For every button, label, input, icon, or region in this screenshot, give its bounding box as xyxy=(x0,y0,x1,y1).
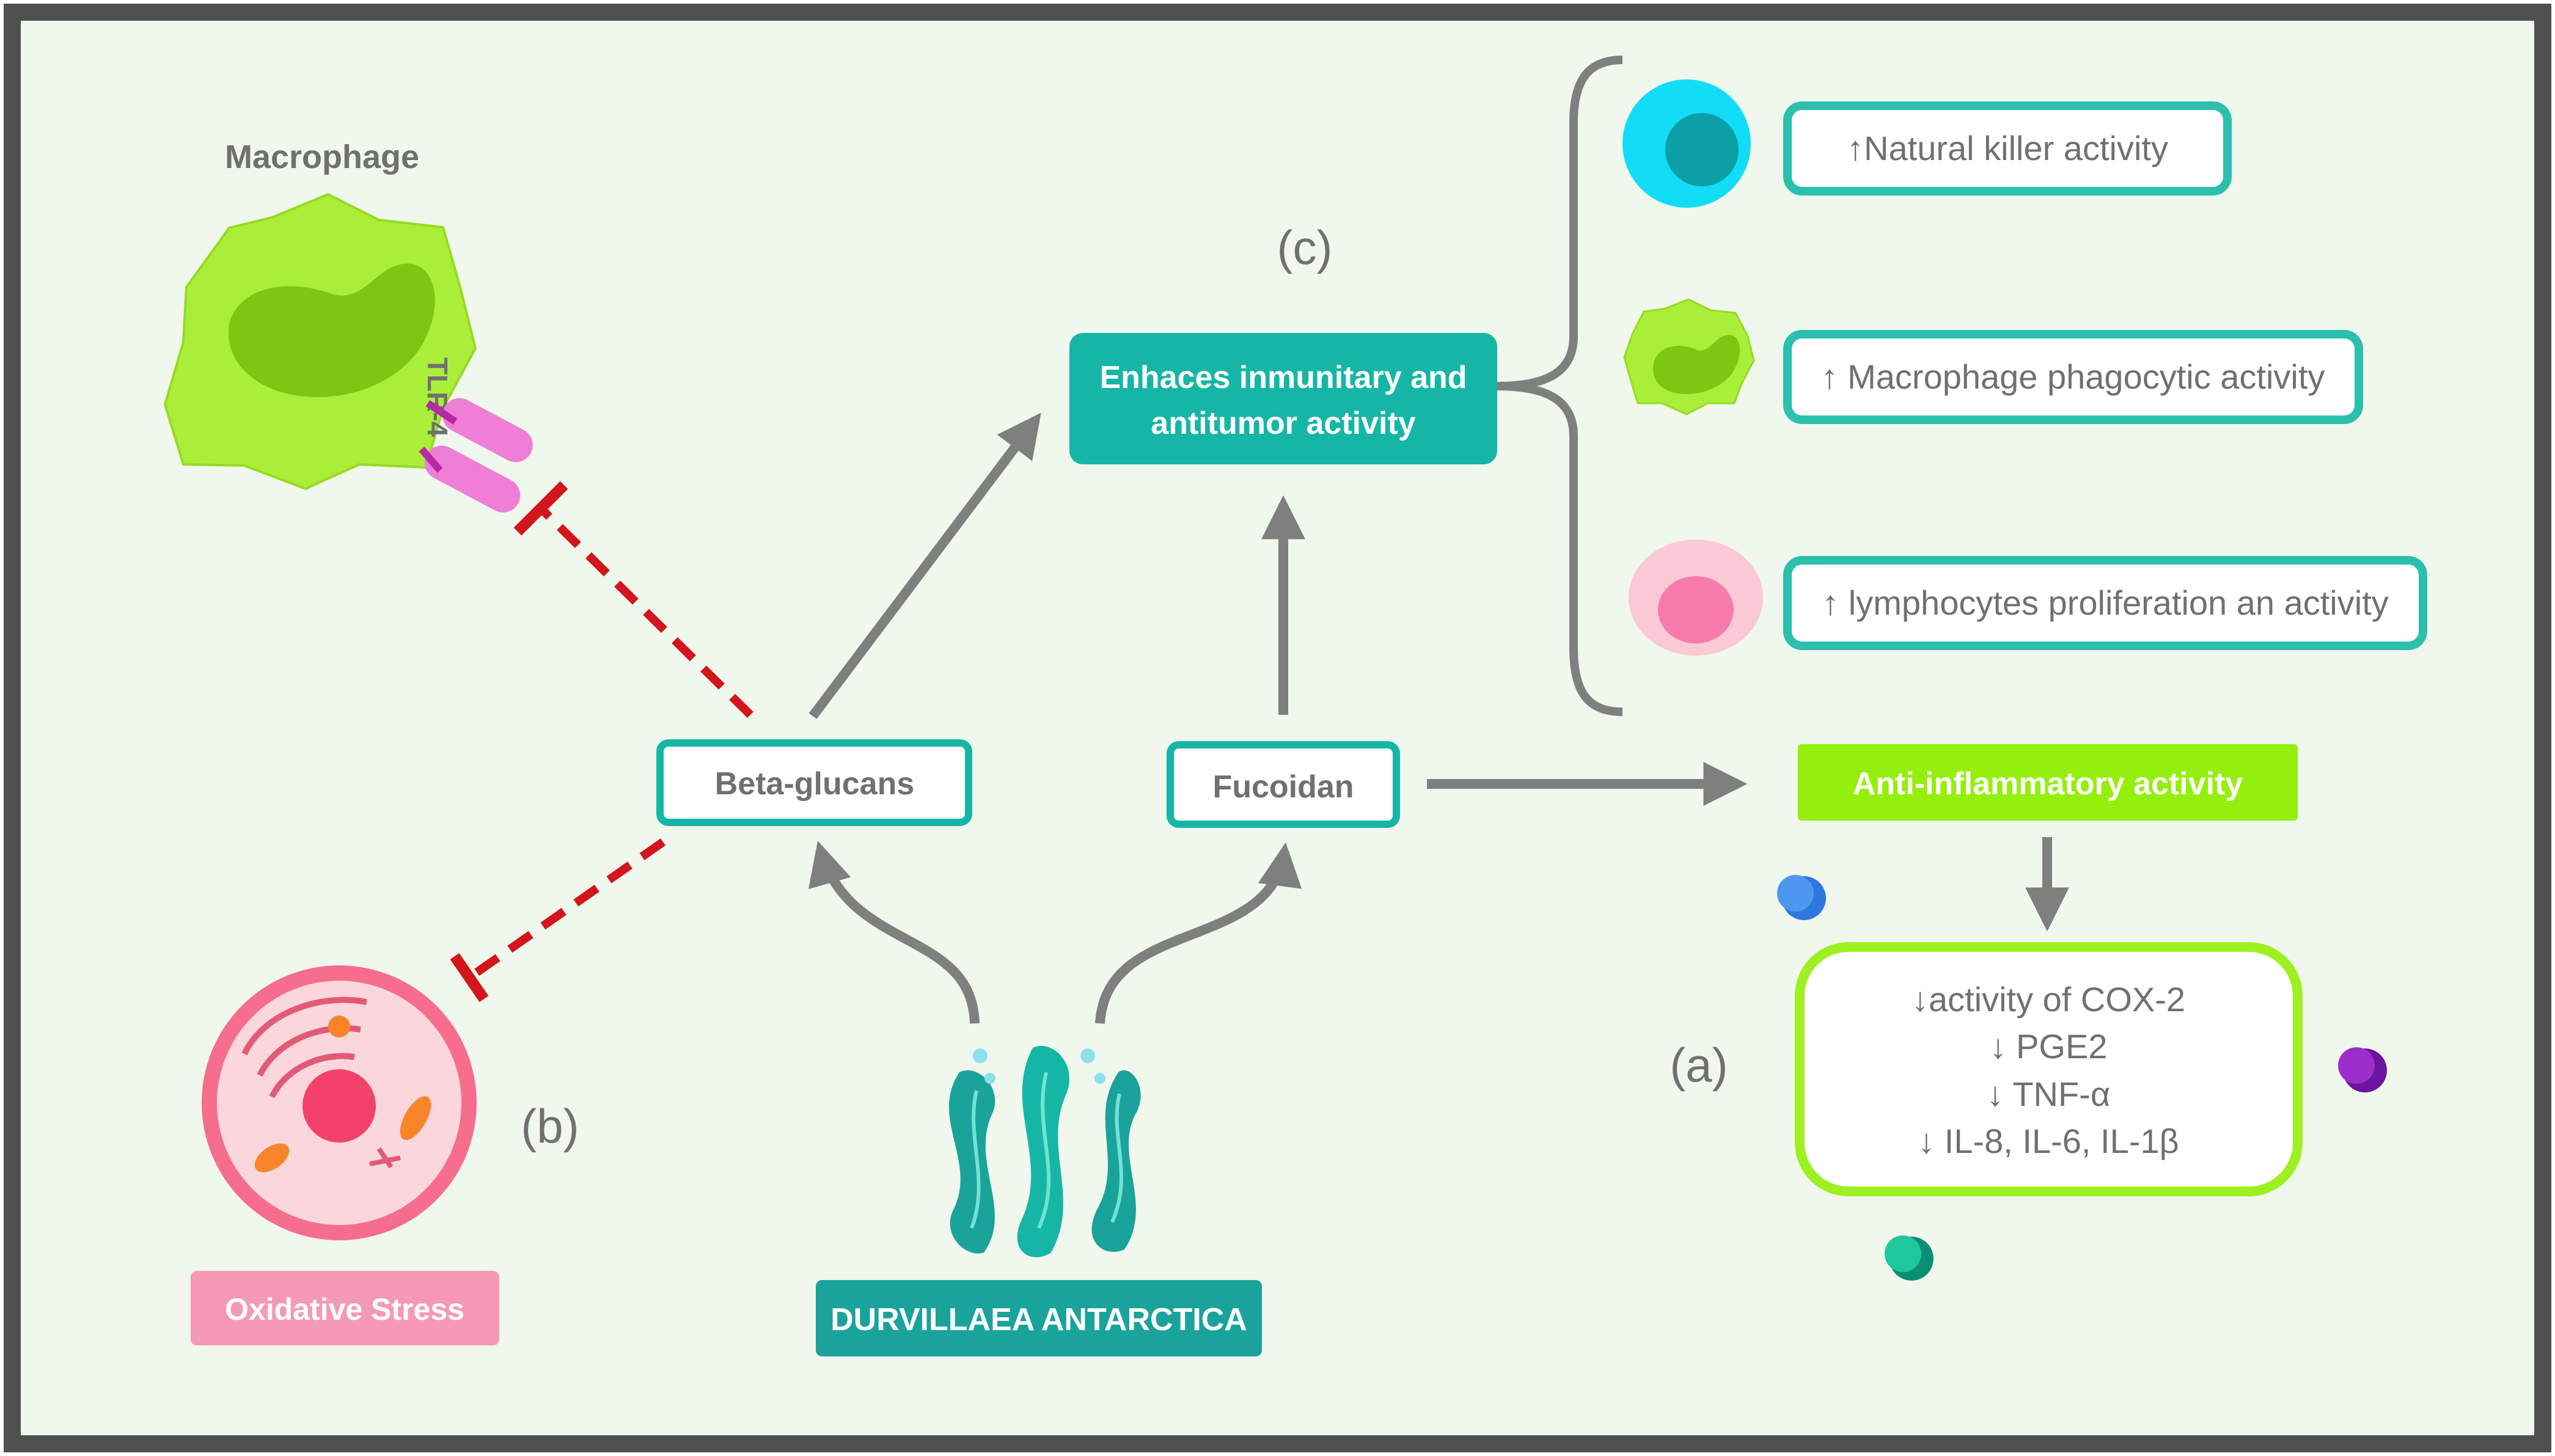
effects-brace xyxy=(1497,56,1623,716)
marker-tnf: ↓ TNF-α xyxy=(1987,1075,2110,1113)
natural-killer-text: ↑Natural killer activity xyxy=(1847,129,2168,167)
small-macrophage-icon xyxy=(1623,298,1755,415)
enhances-line1: Enhaces inmunitary and xyxy=(1099,360,1467,395)
lymphocytes-text: ↑ lymphocytes proliferation an activity xyxy=(1822,583,2389,622)
beta-glucans-node: Beta-glucans xyxy=(656,739,972,826)
arrow-seaweed-to-beta xyxy=(808,841,980,1024)
beta-glucans-label: Beta-glucans xyxy=(715,766,915,802)
marker-interleukins: ↓ IL-8, IL-6, IL-1β xyxy=(1918,1122,2179,1160)
molecule-icon xyxy=(1777,875,1826,920)
fucoidan-node: Fucoidan xyxy=(1167,741,1400,828)
arrow-seaweed-to-fucoidan xyxy=(1095,842,1302,1024)
section-a-label: (a) xyxy=(1670,1038,1728,1092)
durvillaea-node: DURVILLAEA ANTARCTICA xyxy=(816,1280,1262,1356)
lymphocyte-icon xyxy=(1629,540,1763,656)
stressed-cell-icon xyxy=(202,965,477,1240)
macrophage-phagocytic-text: ↑ Macrophage phagocytic activity xyxy=(1821,357,2325,396)
macrophage-phagocytic-box xyxy=(1783,330,2363,424)
macrophage-icon: TLR-4 xyxy=(163,192,533,513)
enhances-line2: antitumor activity xyxy=(1151,406,1415,441)
marker-pge2: ↓ PGE2 xyxy=(1990,1027,2108,1066)
nk-cell-icon xyxy=(1622,79,1751,208)
fucoidan-label: Fucoidan xyxy=(1212,769,1354,805)
natural-killer-box xyxy=(1783,101,2232,196)
inhibition-tlr4 xyxy=(513,481,753,718)
oxidative-stress-label: Oxidative Stress xyxy=(225,1292,464,1326)
seaweed-icon xyxy=(948,1045,1141,1257)
tlr4-receptor xyxy=(419,398,533,513)
anti-inflammatory-node: Anti-inflammatory activity xyxy=(1798,744,2298,821)
molecule-icon xyxy=(1885,1235,1934,1281)
anti-inflammatory-label: Anti-inflammatory activity xyxy=(1853,766,2243,802)
enhances-node: Enhaces inmunitary and antitumor activit… xyxy=(1069,333,1497,464)
lymphocytes-box xyxy=(1783,556,2427,650)
inhibition-oxidative xyxy=(450,838,666,1003)
inflammation-markers-box xyxy=(1795,942,2303,1196)
section-c-label: (c) xyxy=(1277,221,1333,274)
section-b-label: (b) xyxy=(521,1099,579,1153)
oxidative-stress-node: Oxidative Stress xyxy=(191,1271,499,1345)
molecule-icon xyxy=(2338,1047,2387,1092)
marker-cox2: ↓activity of COX-2 xyxy=(1912,980,2185,1019)
macrophage-label: Macrophage xyxy=(225,139,419,175)
durvillaea-label: DURVILLAEA ANTARCTICA xyxy=(830,1302,1247,1337)
arrow-beta-to-enhances xyxy=(808,412,1041,719)
